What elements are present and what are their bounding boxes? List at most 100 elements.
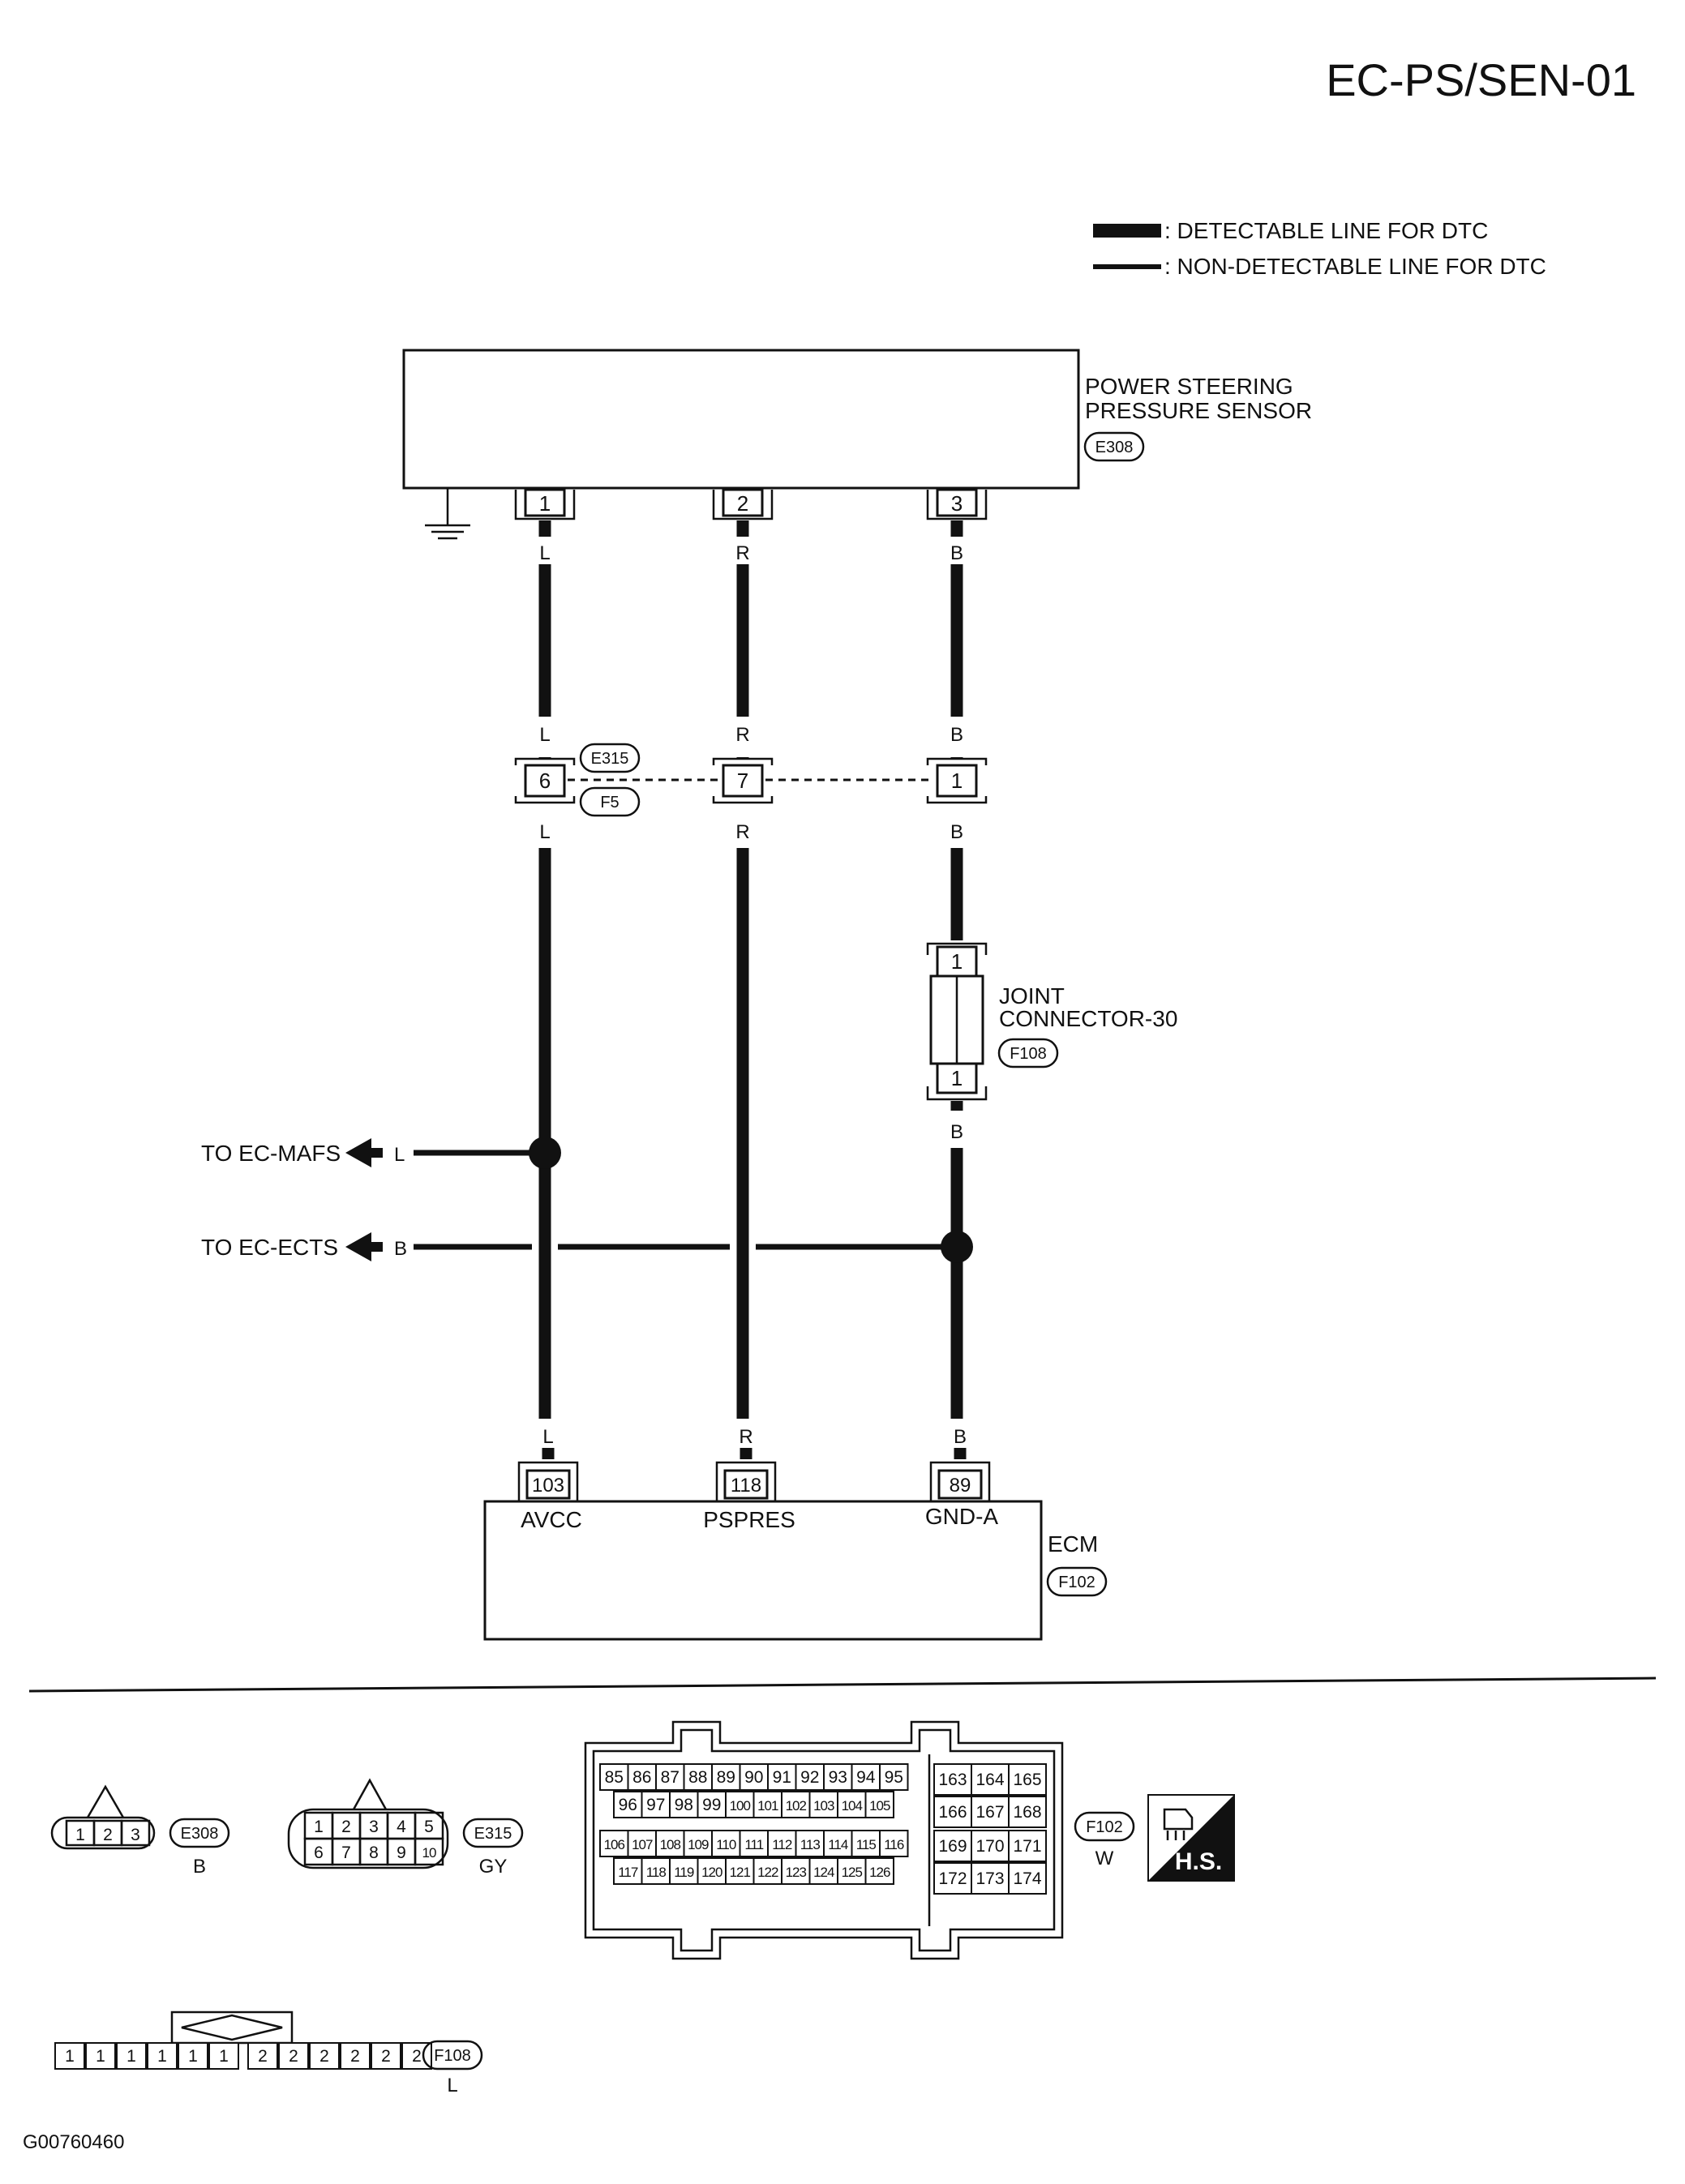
svg-text:114: 114 <box>828 1837 848 1852</box>
ground-icon <box>425 488 470 540</box>
ecm-pin-118: 118 <box>731 1475 761 1497</box>
svg-text:103: 103 <box>813 1798 834 1814</box>
connector-cavity: 102 <box>781 1791 811 1818</box>
connector-cavity: 125 <box>837 1857 867 1885</box>
connector-cavity: 101 <box>752 1791 782 1818</box>
svg-text:108: 108 <box>660 1837 681 1852</box>
legend-detectable-swatch <box>1093 224 1161 238</box>
connector-cavity: 167 <box>971 1796 1010 1828</box>
branch-mafs-color: L <box>394 1144 405 1166</box>
svg-text:1: 1 <box>75 1826 85 1844</box>
svg-text:1: 1 <box>65 2047 75 2066</box>
svg-text:97: 97 <box>646 1796 665 1814</box>
svg-text:166: 166 <box>938 1803 967 1822</box>
svg-text:1: 1 <box>126 2047 136 2066</box>
svg-text:6: 6 <box>314 1844 324 1862</box>
connector-cavity: 117 <box>613 1857 643 1885</box>
connector-cavity: 118 <box>641 1857 671 1885</box>
sensor-pin-1: 1 <box>514 488 576 520</box>
connector-cavity: 97 <box>641 1791 671 1818</box>
svg-text:7: 7 <box>341 1844 351 1862</box>
connector-cavity: 107 <box>627 1830 657 1857</box>
wire-color-label: B <box>950 542 963 564</box>
connector-cavity: 99 <box>697 1791 727 1818</box>
svg-text:2: 2 <box>289 2047 298 2066</box>
connector-cavity: 85 <box>599 1763 629 1791</box>
connector-cavity: 2 <box>278 2042 309 2070</box>
arrow-left-icon <box>345 1138 383 1167</box>
svg-text:2: 2 <box>103 1826 113 1844</box>
connector-cavity: 87 <box>655 1763 685 1791</box>
connector-cavity: 95 <box>879 1763 909 1791</box>
connector-cavity: 2 <box>247 2042 278 2070</box>
svg-text:93: 93 <box>829 1768 847 1787</box>
wire-color-label: B <box>950 821 963 843</box>
connector-cavity: 165 <box>1008 1763 1047 1796</box>
inline-connector-tag-f5 <box>579 786 641 817</box>
svg-text:171: 171 <box>1013 1837 1041 1856</box>
sensor-name-line1: POWER STEERING <box>1085 374 1293 399</box>
svg-text:1: 1 <box>539 491 551 516</box>
connector-cavity: 164 <box>971 1763 1010 1796</box>
arrow-left-icon <box>345 1232 383 1261</box>
sensor-pin-2: 2 <box>712 488 774 520</box>
svg-text:1: 1 <box>157 2047 167 2066</box>
connector-cavity: 115 <box>851 1830 881 1857</box>
hs-label: H.S. <box>1175 1848 1222 1875</box>
svg-text:113: 113 <box>800 1837 821 1852</box>
connector-cavity: 172 <box>933 1862 972 1895</box>
joint-name-line2: CONNECTOR-30 <box>999 1006 1177 1031</box>
ecm-name: ECM <box>1048 1531 1098 1557</box>
svg-text:88: 88 <box>688 1768 707 1787</box>
connector-cavity: 86 <box>627 1763 657 1791</box>
svg-text:119: 119 <box>674 1865 694 1880</box>
svg-text:91: 91 <box>773 1768 791 1787</box>
inline-connector-tag-e315 <box>579 743 641 773</box>
connector-cavity: 89 <box>711 1763 741 1791</box>
connector-cavity: 103 <box>808 1791 838 1818</box>
svg-text:87: 87 <box>661 1768 680 1787</box>
connector-cavity: 90 <box>739 1763 769 1791</box>
svg-text:1: 1 <box>96 2047 105 2066</box>
svg-text:2: 2 <box>341 1818 351 1836</box>
wire-color-label: L <box>539 542 550 564</box>
svg-text:163: 163 <box>938 1771 967 1789</box>
connector-cavity: 109 <box>683 1830 713 1857</box>
wire-color-label: R <box>739 1426 752 1448</box>
connector-cavity: 91 <box>767 1763 797 1791</box>
connector-cavity: 121 <box>725 1857 755 1885</box>
svg-text:172: 172 <box>938 1869 967 1888</box>
connector-cavity: 113 <box>795 1830 825 1857</box>
connector-cavity: 1 <box>147 2042 178 2070</box>
joint-pin-bottom: 1 <box>951 1066 963 1090</box>
svg-text:10: 10 <box>422 1845 436 1861</box>
joint-pin-top: 1 <box>951 949 963 974</box>
connector-cavity: 111 <box>739 1830 769 1857</box>
branch-ects-text: TO EC-ECTS <box>201 1235 338 1260</box>
svg-text:F102: F102 <box>1058 1574 1095 1591</box>
e308-face-color: B <box>193 1856 206 1878</box>
svg-text:90: 90 <box>744 1768 763 1787</box>
connector-cavity: 104 <box>837 1791 867 1818</box>
connector-cavity: 105 <box>864 1791 894 1818</box>
connector-cavity: 124 <box>808 1857 838 1885</box>
svg-text:111: 111 <box>744 1837 763 1852</box>
e308-face-tag <box>169 1818 230 1848</box>
svg-text:167: 167 <box>975 1803 1004 1822</box>
inline-pin-7: 7 <box>737 769 748 793</box>
connector-cavity: 96 <box>613 1791 643 1818</box>
svg-text:124: 124 <box>813 1865 834 1880</box>
svg-text:2: 2 <box>350 2047 360 2066</box>
connector-cavity: 120 <box>697 1857 727 1885</box>
connector-cavity: 106 <box>599 1830 629 1857</box>
figure-code: G00760460 <box>23 2131 124 2153</box>
svg-text:2: 2 <box>381 2047 391 2066</box>
svg-text:106: 106 <box>604 1837 625 1852</box>
joint-name-line1: JOINT <box>999 983 1065 1008</box>
svg-text:8: 8 <box>369 1844 379 1862</box>
connector-cavity: 114 <box>823 1830 853 1857</box>
sensor-connector-tag-text: E308 <box>1095 439 1134 456</box>
svg-text:92: 92 <box>800 1768 819 1787</box>
